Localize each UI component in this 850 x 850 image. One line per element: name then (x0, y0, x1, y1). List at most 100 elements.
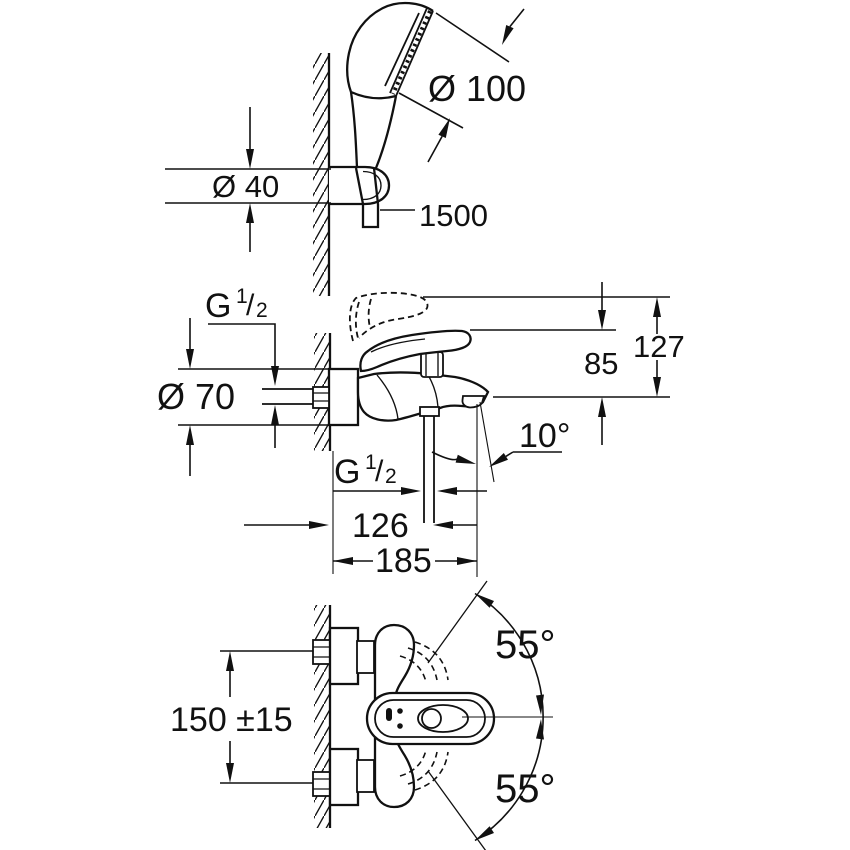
dim-head-arrow-lower (438, 118, 450, 138)
thread-top-label-g: G (205, 287, 231, 325)
shower-head-outline (346, 1, 434, 169)
swivel-arrow-top-inner (536, 694, 544, 715)
body-marking-dot-upper (397, 708, 403, 714)
escutcheon-side (327, 367, 360, 427)
thread-top-label-den: 2 (256, 299, 268, 322)
body-marking-bar (386, 708, 392, 721)
dim-holder-diameter: Ø 40 (165, 107, 331, 252)
head-diameter-label: Ø 100 (428, 68, 526, 109)
shower-face-lines (384, 7, 434, 97)
mixer-body (356, 371, 490, 422)
mounting-distance-label: 150 ±15 (170, 701, 293, 739)
dim-127-arrow-up (653, 297, 661, 317)
handle-in-holder (354, 167, 380, 205)
thread-bottom-label-slash: / (375, 455, 384, 488)
thread-bottom-arrow-left (437, 487, 457, 495)
dim-holder-ext-lines (165, 168, 331, 204)
spray-nozzle-dots (391, 10, 432, 95)
dim-heights: 85 127 (423, 282, 685, 445)
dim-outlet-offset: 126 (244, 507, 477, 545)
thread-top-arrow-down (271, 366, 279, 386)
dim-escutcheon-arrow-up (186, 425, 194, 445)
dim-head-ext-lines (398, 12, 510, 129)
body-marking-dot-lower (397, 723, 403, 729)
supply-pipe (262, 388, 313, 405)
diverter-knob-lines (425, 353, 439, 376)
swivel-position-arcs (399, 641, 449, 791)
escutcheon-lower (328, 747, 360, 807)
dim-85-arrow-up (598, 397, 606, 417)
diverter-knob (420, 351, 444, 378)
dim-185-arrow-right (457, 557, 477, 565)
swivel-arc (474, 592, 544, 842)
spout-reach-label: 185 (375, 542, 432, 580)
union-nut-facets-top-view (313, 646, 330, 790)
swivel-lower-label: 55° (495, 767, 556, 811)
thread-bottom-label-g: G (334, 453, 360, 491)
union-nut (312, 386, 330, 409)
wall-hatch-top (313, 53, 329, 296)
dim-hose-length: 1500 (380, 198, 488, 233)
holder-diameter-label: Ø 40 (212, 169, 279, 204)
dim-126-arrow-right (309, 521, 329, 529)
spout-tilt-tail (431, 451, 458, 461)
dim-head-arrow-tails (427, 8, 525, 163)
dim-head-diameter: Ø 100 (398, 8, 526, 163)
spout-tilt-label: 10° (519, 417, 570, 455)
swivel-upper-label: 55° (495, 623, 556, 667)
holder-inner-line (362, 170, 382, 201)
inlet-stub-lower (356, 759, 375, 793)
dim-126-arrow-left (433, 521, 453, 529)
dim-150-arrow-up (226, 651, 234, 671)
thread-bottom-arrow-right (401, 487, 421, 495)
escutcheon-upper (328, 626, 360, 686)
hose-length-label: 1500 (419, 198, 488, 233)
thread-top-label-num: 1 (236, 285, 248, 308)
spout-tilt-arrow-right (455, 454, 476, 464)
thread-bottom-label-den: 2 (385, 465, 397, 488)
swivel-arrow-bottom-inner (536, 719, 544, 740)
union-nut-facets (313, 392, 329, 402)
dim-185-label-bg (373, 547, 435, 574)
union-nut-upper (312, 639, 331, 665)
hand-shower-view: Ø 100 Ø 40 1500 (165, 1, 526, 296)
dim-thread-top: G 1 / 2 (205, 285, 279, 448)
dim-85-arrow-down (598, 310, 606, 330)
dim-127-label-bg (632, 334, 684, 360)
height-ext-lines (423, 296, 670, 398)
dim-holder-arrow-down (246, 149, 254, 169)
union-nut-lower (312, 771, 331, 797)
lever-raised-height-label: 127 (633, 329, 685, 364)
lever-raised-dashed (349, 291, 429, 342)
lever-end-oval (417, 704, 469, 733)
thread-top-label-slash: / (246, 289, 255, 322)
thread-top-arrow-up (271, 405, 279, 425)
dim-head-arrow-upper (502, 25, 514, 45)
lever-top-view-inner (374, 699, 486, 738)
hose-connector (361, 204, 380, 229)
dim-swivel-angles: 55° 55° (427, 580, 556, 850)
dim-escutcheon-arrow-down (186, 349, 194, 369)
shower-outlet-pipe (423, 416, 435, 523)
dim-150-ext-lines (220, 650, 313, 784)
mixer-top-view: 150 ±15 55° 55° (170, 580, 556, 850)
dim-185-arrow-left (333, 557, 353, 565)
swivel-arrow-top-outer (475, 593, 494, 608)
thread-bottom-label-num: 1 (365, 451, 377, 474)
lever-top-view-outer (365, 691, 496, 746)
spout-reference-lines (476, 401, 495, 577)
aerator (461, 395, 486, 409)
dim-mounting-distance: 150 ±15 (170, 650, 313, 784)
spout-tilt-arrow-left (489, 453, 508, 467)
dim-escutcheon-ext-lines (178, 368, 329, 426)
spout-tilt-leader (505, 451, 562, 458)
dim-150-arrow-down (226, 763, 234, 783)
outlet-offset-label: 126 (352, 507, 409, 545)
mixer-lever (359, 329, 472, 373)
dim-spout-tilt: 10° (431, 417, 570, 467)
lever-contour (370, 338, 426, 353)
dim-holder-arrow-up (246, 203, 254, 223)
swivel-arrow-bottom-outer (475, 826, 494, 841)
